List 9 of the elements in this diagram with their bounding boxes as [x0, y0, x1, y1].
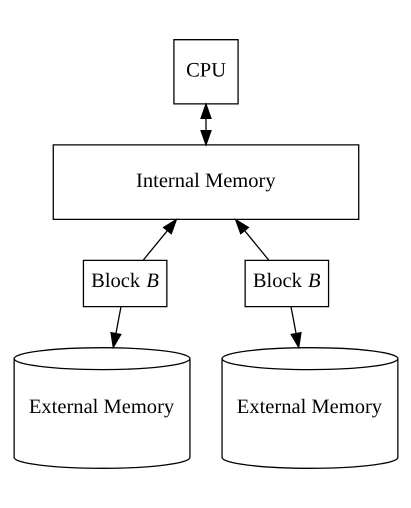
arrow: [142, 218, 178, 261]
arrow: [290, 307, 302, 350]
arrow: [110, 307, 122, 350]
node-box: Block B: [82, 260, 167, 308]
node-box: Internal Memory: [52, 144, 359, 220]
arrow: [200, 102, 212, 147]
node-box: Block B: [244, 260, 329, 308]
node-box: CPU: [172, 39, 238, 104]
arrow: [234, 218, 269, 261]
